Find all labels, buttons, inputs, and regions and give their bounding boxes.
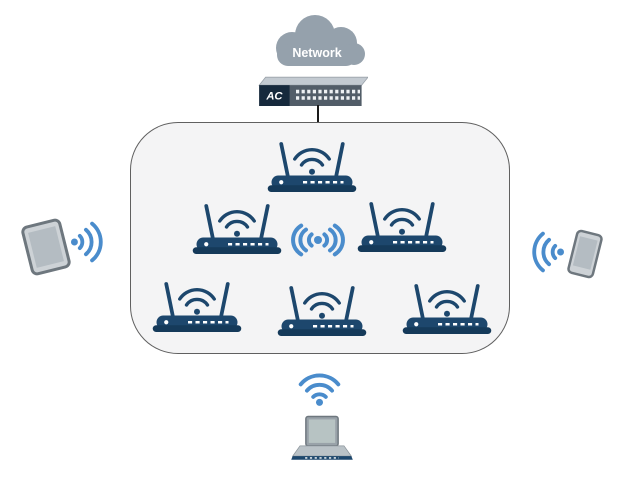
- ap-router-bottom-left: [152, 278, 242, 338]
- rf-signal-center-icon: [291, 223, 345, 257]
- laptop-base: [291, 445, 353, 457]
- laptop-front-edge: [291, 456, 353, 460]
- network-cloud-icon: Network: [276, 15, 365, 66]
- cloud-label: Network: [292, 46, 341, 60]
- ac-ports: [296, 89, 360, 100]
- ac-label-plate: [259, 85, 290, 106]
- ap-router-mid-right: [357, 198, 447, 258]
- wifi-signal-bottom-icon: [296, 368, 343, 407]
- laptop-client-icon: [291, 415, 353, 460]
- wifi-signal-left-icon: [70, 219, 108, 265]
- tablet-client-icon: [21, 218, 71, 276]
- smartphone-client-icon: [567, 229, 603, 279]
- laptop-screen: [308, 419, 336, 443]
- ap-router-mid-left: [192, 200, 282, 260]
- ap-router-top: [267, 138, 357, 198]
- ap-router-bottom-center: [277, 282, 367, 342]
- wifi-signal-right-icon: [527, 229, 565, 275]
- ac-controller: AC: [258, 76, 368, 106]
- ac-label: AC: [265, 91, 283, 103]
- ac-top-face: [258, 76, 368, 86]
- ap-router-bottom-right: [402, 280, 492, 340]
